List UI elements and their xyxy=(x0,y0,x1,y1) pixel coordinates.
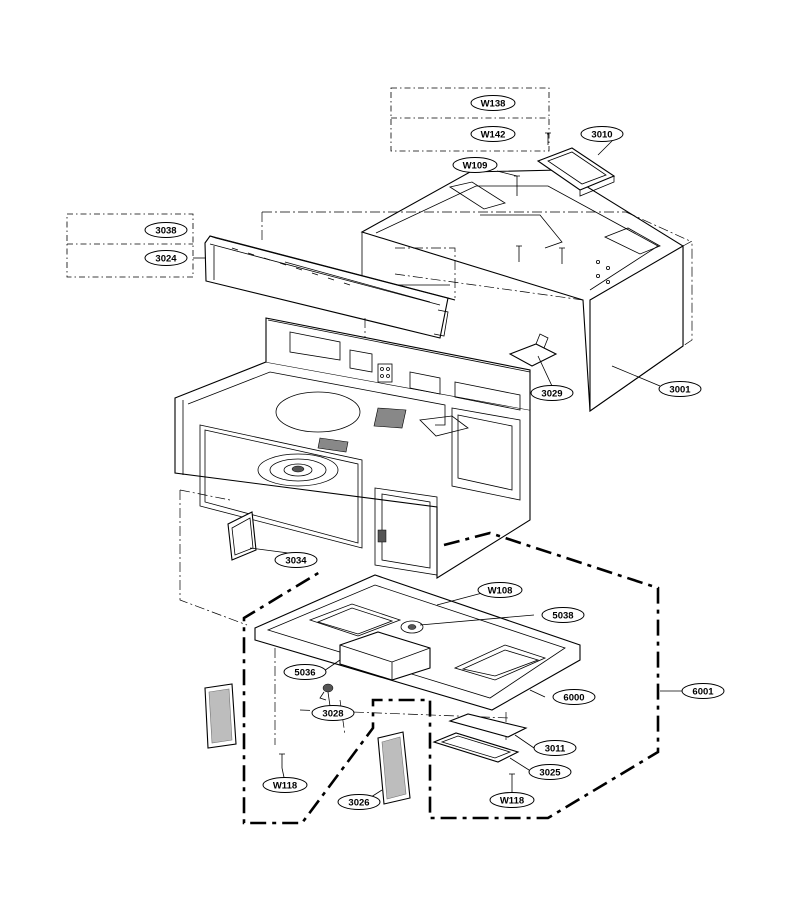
callout-3001: 3001 xyxy=(658,381,702,397)
callout-3029-label: 3029 xyxy=(541,389,562,400)
callout-3026-label: 3026 xyxy=(348,798,369,809)
callout-3001-label: 3001 xyxy=(669,385,691,396)
callout-3029: 3029 xyxy=(530,385,574,401)
top-bracket-part xyxy=(536,147,616,197)
callout-w142: W142 xyxy=(470,126,516,142)
callout-3024-label: 3024 xyxy=(155,254,177,265)
callout-3038-label: 3038 xyxy=(155,226,176,237)
callout-3024: 3024 xyxy=(144,250,188,266)
callout-5038-label: 5038 xyxy=(552,611,573,622)
callout-6001-label: 6001 xyxy=(692,687,714,698)
small-bracket-part xyxy=(508,333,558,367)
filter-left-part xyxy=(204,683,237,749)
callout-w142-label: W142 xyxy=(481,130,506,141)
callout-6001: 6001 xyxy=(681,683,725,699)
waveguide-cover-part xyxy=(227,511,257,561)
callout-w118-right-label: W118 xyxy=(500,796,524,807)
callout-3025: 3025 xyxy=(528,764,572,780)
callout-3010: 3010 xyxy=(580,126,624,142)
callout-w109: W109 xyxy=(452,157,498,173)
callout-w109-label: W109 xyxy=(463,161,488,172)
callout-3034-label: 3034 xyxy=(285,556,307,567)
callout-3038: 3038 xyxy=(144,222,188,238)
callout-5036-label: 5036 xyxy=(294,668,315,679)
callout-w118-left-label: W118 xyxy=(273,781,297,792)
callout-w108: W108 xyxy=(477,582,523,598)
control-panel-part xyxy=(204,235,456,339)
outer-cabinet-part xyxy=(360,169,693,413)
cabinet-screws xyxy=(514,132,565,264)
reference-box-left xyxy=(66,213,194,278)
callout-3028: 3028 xyxy=(311,705,355,721)
callout-6000: 6000 xyxy=(552,689,596,705)
filter-right-part xyxy=(377,731,411,805)
callout-3011: 3011 xyxy=(533,740,577,756)
callout-5036: 5036 xyxy=(283,664,327,680)
charcoal-filter-part xyxy=(448,713,528,738)
callout-w138-label: W138 xyxy=(481,99,506,110)
callout-3025-label: 3025 xyxy=(539,768,561,779)
callout-w138: W138 xyxy=(470,95,516,111)
reference-box-top xyxy=(390,87,550,152)
callout-3026: 3026 xyxy=(337,794,381,810)
callout-5038: 5038 xyxy=(541,607,585,623)
lamp-part xyxy=(319,683,334,701)
callout-3034: 3034 xyxy=(274,552,318,568)
callout-w118-right: W118 xyxy=(489,792,535,808)
cavity-chassis-part xyxy=(174,317,531,579)
filter-holder-part xyxy=(432,732,520,763)
callout-w118-left: W118 xyxy=(262,777,308,793)
callout-w108-label: W108 xyxy=(488,586,513,597)
base-plate-part xyxy=(254,574,581,711)
assembly-boundary xyxy=(242,531,660,825)
callout-3028-label: 3028 xyxy=(322,709,343,720)
callout-3010-label: 3010 xyxy=(591,130,612,141)
bottom-screws xyxy=(279,753,515,788)
callout-3011-label: 3011 xyxy=(545,744,566,755)
callout-6000-label: 6000 xyxy=(563,693,584,704)
